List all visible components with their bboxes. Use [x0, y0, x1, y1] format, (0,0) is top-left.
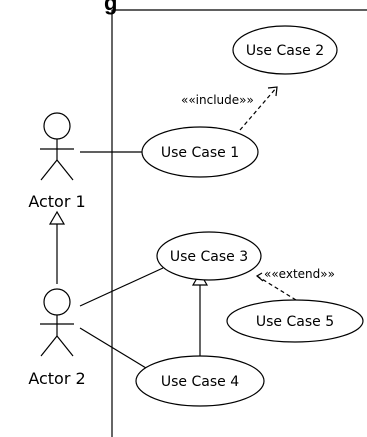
actor-2-head	[43, 288, 71, 316]
actor-1-leg-right	[56, 159, 74, 181]
extend-arrowhead	[255, 272, 264, 282]
actor-2-leg-left	[40, 335, 58, 357]
association-actor2-uc4	[79, 327, 147, 369]
include-relationship: ««include»»	[181, 86, 278, 131]
diagram-title-fragment: g	[104, 0, 117, 15]
actor-2-leg-right	[56, 335, 74, 357]
include-arrowhead	[267, 86, 278, 97]
actor-1-leg-left	[40, 159, 58, 181]
actor-1-label: Actor 1	[28, 192, 85, 211]
use-case-2-label: Use Case 2	[246, 43, 324, 59]
use-case-2-shape	[232, 25, 338, 75]
use-case-3-label: Use Case 3	[170, 249, 248, 265]
use-case-1-shape	[141, 126, 259, 178]
include-label: ««include»»	[181, 93, 254, 107]
extend-relationship: ««extend»»	[255, 267, 335, 301]
actor-2-label: Actor 2	[28, 369, 85, 388]
use-case-2[interactable]: Use Case 2	[232, 25, 338, 75]
actor-2[interactable]: Actor 2	[28, 288, 86, 388]
use-case-1-label: Use Case 1	[161, 145, 239, 161]
generalization-actor2-actor1	[48, 210, 66, 284]
use-case-5-label: Use Case 5	[256, 314, 334, 330]
extend-label: ««extend»»	[264, 267, 335, 281]
use-case-5[interactable]: Use Case 5	[226, 299, 364, 343]
association-actor2-uc3	[79, 267, 164, 307]
generalization-arrowhead	[48, 210, 66, 225]
generalization-uc4-uc3	[191, 271, 209, 356]
use-case-3-shape	[156, 231, 262, 281]
use-case-5-shape	[226, 299, 364, 343]
include-line	[239, 86, 278, 131]
use-case-1[interactable]: Use Case 1	[141, 126, 259, 178]
use-case-4-shape	[135, 355, 265, 407]
use-case-3[interactable]: Use Case 3	[156, 231, 262, 281]
actor-1[interactable]: Actor 1	[28, 112, 86, 211]
extend-line	[256, 275, 297, 301]
use-case-4[interactable]: Use Case 4	[135, 355, 265, 407]
actor-1-head	[43, 112, 71, 140]
use-case-4-label: Use Case 4	[161, 374, 239, 390]
